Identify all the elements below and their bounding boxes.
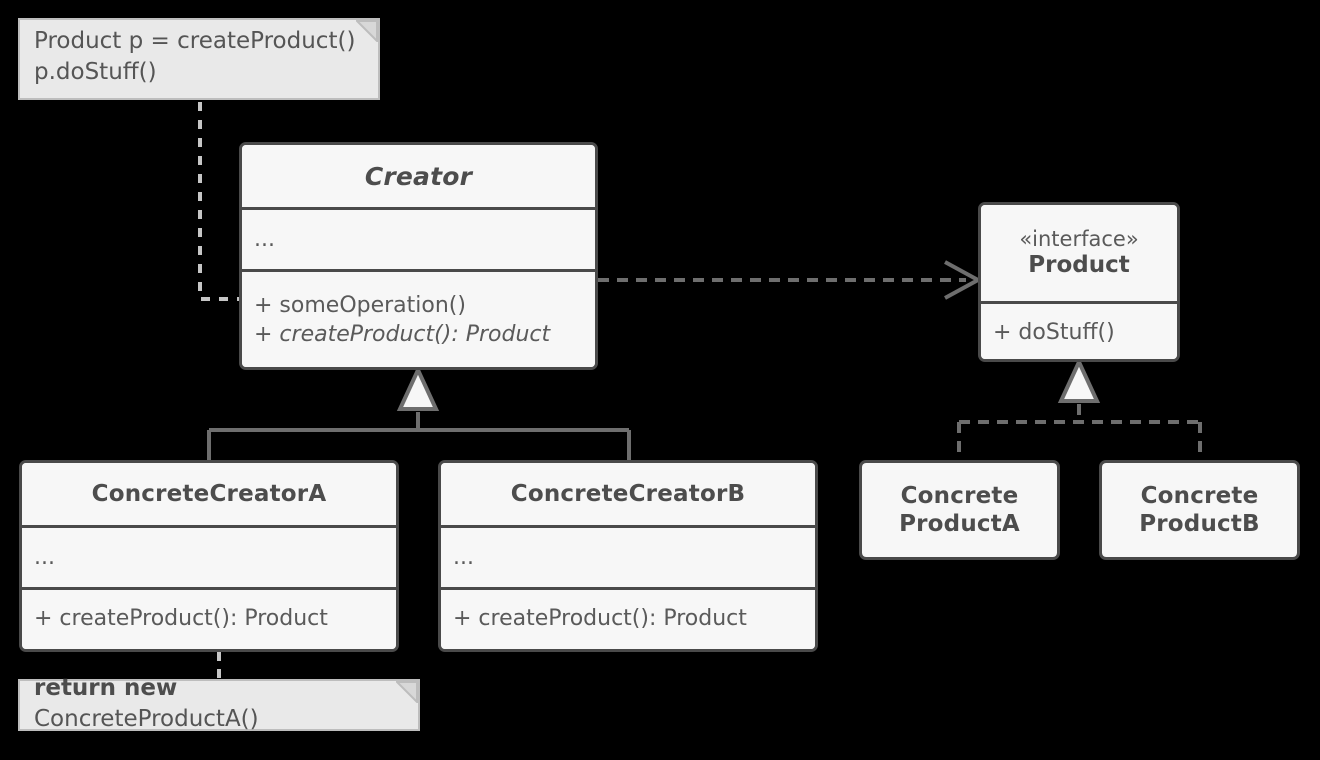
note-client-code: Product p = createProduct() p.doStuff() — [18, 18, 380, 100]
concrete-product-b-name-compartment: Concrete ProductB — [1102, 463, 1297, 557]
product-interface-name: Product — [1028, 251, 1130, 278]
connector-dependency-creator-product — [598, 260, 983, 300]
product-stereotype: «interface» — [1019, 227, 1139, 252]
concrete-creator-b-attributes-compartment: ... — [441, 525, 815, 587]
connector-realization-products — [957, 357, 1202, 460]
concrete-creator-a-attributes-compartment: ... — [22, 525, 396, 587]
note-fold-icon-2 — [396, 681, 418, 703]
note-factory-expression: ConcreteProductA() — [34, 706, 259, 732]
concrete-creator-a-method-createproduct: + createProduct(): Product — [34, 606, 328, 632]
creator-method-someoperation: + someOperation() — [254, 292, 466, 318]
concrete-creator-b-class-name: ConcreteCreatorB — [510, 481, 746, 507]
note-factory-implementation: return new ConcreteProductA() — [18, 675, 420, 732]
product-operations-compartment: + doStuff() — [981, 301, 1177, 359]
concrete-product-b-name-line2: ProductB — [1139, 511, 1260, 537]
concrete-creator-b-method-createproduct: + createProduct(): Product — [453, 606, 747, 632]
note-client-line2: p.doStuff() — [34, 59, 157, 86]
note-factory-keyword: return new — [34, 674, 178, 701]
note-factory-text: return new ConcreteProductA() — [34, 673, 404, 735]
creator-attributes: ... — [254, 226, 275, 252]
concrete-creator-a-attributes: ... — [34, 544, 55, 570]
class-box-creator[interactable]: Creator ... + someOperation() + createPr… — [239, 142, 598, 370]
concrete-creator-a-operations-compartment: + createProduct(): Product — [22, 587, 396, 649]
class-box-product[interactable]: «interface» Product + doStuff() — [978, 202, 1180, 362]
product-method-dostuff: + doStuff() — [993, 319, 1115, 345]
connector-generalization-creators — [207, 365, 631, 460]
concrete-product-a-name-compartment: Concrete ProductA — [862, 463, 1057, 557]
creator-name-compartment: Creator — [242, 145, 595, 207]
class-box-concrete-product-a[interactable]: Concrete ProductA — [859, 460, 1060, 560]
concrete-product-b-name-line1: Concrete — [1140, 482, 1259, 509]
creator-operations-compartment: + someOperation() + createProduct(): Pro… — [242, 269, 595, 367]
concrete-creator-b-attributes: ... — [453, 544, 474, 570]
concrete-product-a-name-line2: ProductA — [899, 511, 1020, 537]
class-box-concrete-creator-a[interactable]: ConcreteCreatorA ... + createProduct(): … — [19, 460, 399, 652]
concrete-product-a-name-line1: Concrete — [900, 482, 1019, 509]
connector-client-note-link — [198, 102, 239, 301]
concrete-creator-b-operations-compartment: + createProduct(): Product — [441, 587, 815, 649]
creator-class-name: Creator — [364, 161, 473, 191]
note-fold-icon — [356, 20, 378, 42]
concrete-creator-b-name-compartment: ConcreteCreatorB — [441, 463, 815, 525]
creator-method-createproduct: + createProduct(): Product — [254, 321, 551, 347]
class-box-concrete-product-b[interactable]: Concrete ProductB — [1099, 460, 1300, 560]
concrete-creator-a-name-compartment: ConcreteCreatorA — [22, 463, 396, 525]
product-name-compartment: «interface» Product — [981, 205, 1177, 301]
creator-attributes-compartment: ... — [242, 207, 595, 269]
class-box-concrete-creator-b[interactable]: ConcreteCreatorB ... + createProduct(): … — [438, 460, 818, 652]
concrete-creator-a-class-name: ConcreteCreatorA — [91, 481, 327, 507]
note-client-line1: Product p = createProduct() — [34, 28, 356, 54]
